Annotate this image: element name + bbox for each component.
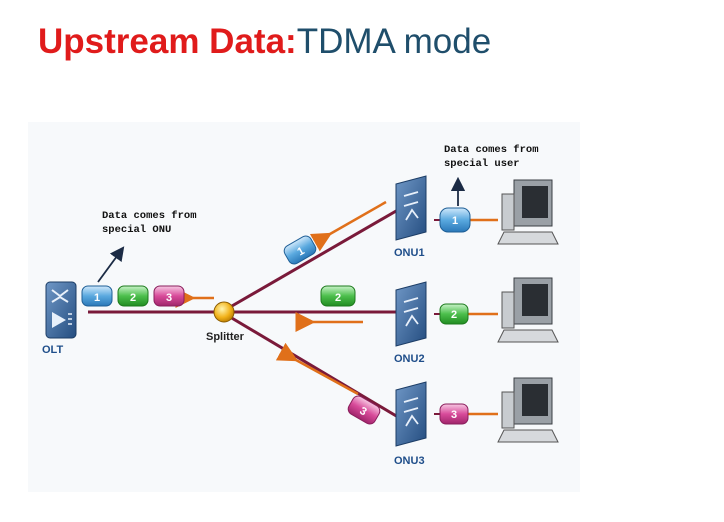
- fiber-packet-3: 3: [347, 395, 381, 425]
- title-bold-part: Upstream Data:: [38, 22, 297, 61]
- flow-arrows: [175, 200, 498, 424]
- olt-label: OLT: [42, 344, 63, 356]
- user-packet-3-label: 3: [451, 409, 457, 421]
- fiber-onu3: [224, 312, 404, 422]
- fiber-packet-1: 1: [283, 235, 317, 265]
- note-onu-pointer: [97, 246, 125, 283]
- user-packet-3: 3: [434, 403, 469, 425]
- user-packet-1: 1: [434, 207, 471, 233]
- olt-packet-1: 1: [81, 285, 113, 307]
- user-packet-2-label: 2: [451, 309, 457, 321]
- tdma-diagram: OLT Splitter 1 2 3 Data comes from speci…: [28, 122, 580, 492]
- olt-packet-3-label: 3: [166, 292, 172, 304]
- fiber-packet-2-label: 2: [335, 292, 341, 304]
- fiber-packet-3-label: 3: [357, 405, 368, 418]
- arrow-onu3-flow: [275, 342, 359, 396]
- user-packet-2: 2: [434, 303, 469, 325]
- note-user-line2: special user: [444, 158, 520, 170]
- onu3-device-icon: [395, 381, 427, 447]
- user-packet-1-label: 1: [452, 215, 458, 227]
- olt-packet-3: 3: [153, 285, 185, 307]
- onu3-label: ONU3: [394, 455, 425, 467]
- fiber-packet-1-label: 1: [295, 245, 306, 258]
- arrow-onu1-flow: [309, 200, 387, 252]
- note-onu-line1: Data comes from: [102, 210, 197, 222]
- splitter-icon: [213, 301, 235, 323]
- computer-user1-icon: [497, 179, 559, 245]
- diagram-background: [28, 122, 580, 492]
- fiber-onu1: [224, 205, 404, 312]
- olt-packet-2-label: 2: [130, 292, 136, 304]
- onu1-label: ONU1: [394, 247, 425, 259]
- fiber-packet-2: 2: [320, 285, 356, 307]
- slide-title: Upstream Data:TDMA mode: [38, 18, 491, 66]
- note-user-line1: Data comes from: [444, 144, 539, 156]
- title-normal-part: TDMA mode: [296, 22, 492, 61]
- splitter-label: Splitter: [206, 331, 245, 343]
- olt-device-icon: [45, 281, 77, 339]
- computer-user3-icon: [497, 377, 559, 443]
- onu2-label: ONU2: [394, 353, 425, 365]
- olt-packet-1-label: 1: [94, 292, 100, 304]
- onu2-device-icon: [395, 281, 427, 347]
- olt-packet-2: 2: [117, 285, 149, 307]
- computer-user2-icon: [497, 277, 559, 343]
- note-onu-line2: special ONU: [102, 224, 171, 236]
- onu1-device-icon: [395, 175, 427, 241]
